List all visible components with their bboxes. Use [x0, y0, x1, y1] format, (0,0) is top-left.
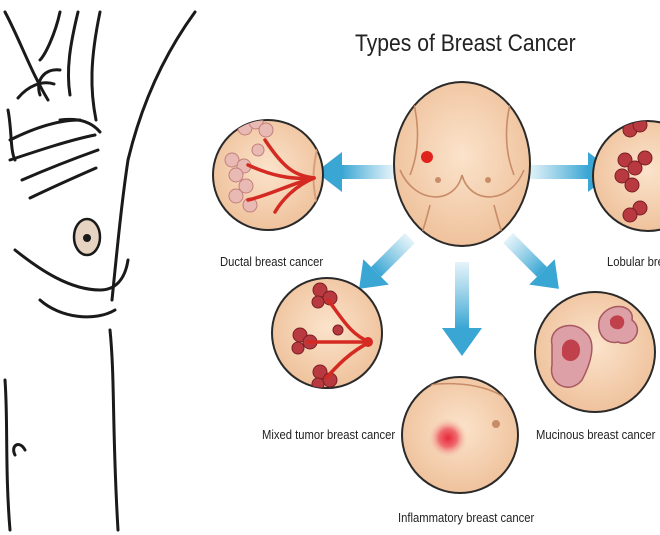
mucinous-circle — [535, 292, 655, 412]
ductal-circle — [213, 115, 323, 230]
label-lobular: Lobular bre — [607, 255, 660, 269]
inflammatory-circle — [402, 377, 518, 493]
arrow-to-mucinous — [495, 225, 571, 301]
self-exam-figure — [5, 12, 195, 530]
page-title: Types of Breast Cancer — [355, 30, 576, 58]
label-ductal: Ductal breast cancer — [220, 255, 323, 269]
lobular-circle — [593, 118, 660, 231]
arrow-to-inflammatory — [442, 262, 482, 356]
mixed-tumor-circle — [272, 278, 382, 390]
label-mixed: Mixed tumor breast cancer — [262, 428, 395, 442]
label-inflammatory: Inflammatory breast cancer — [398, 511, 534, 525]
label-mucinous: Mucinous breast cancer — [536, 428, 655, 442]
center-breast-view — [394, 82, 530, 250]
center-tumor-spot — [421, 151, 433, 163]
arrow-to-ductal — [316, 152, 394, 192]
